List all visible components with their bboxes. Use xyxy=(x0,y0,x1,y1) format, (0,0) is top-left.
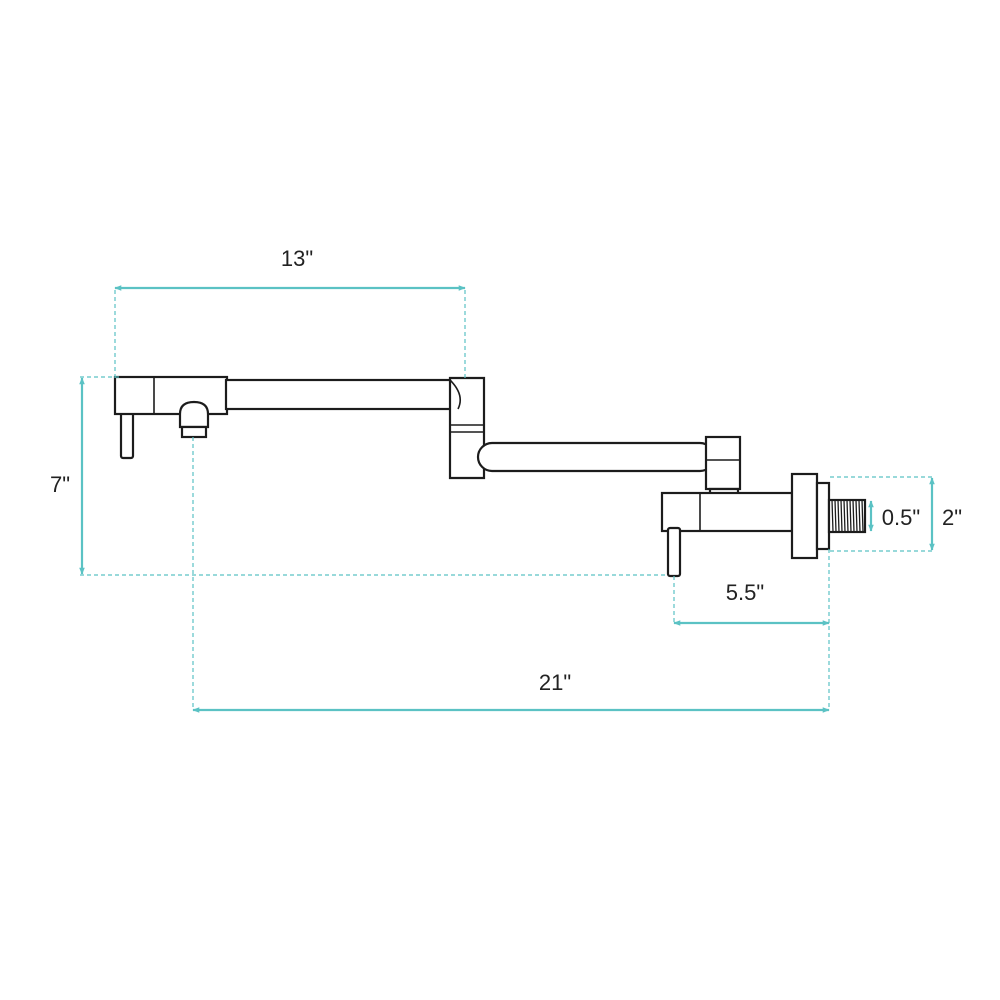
elbow-joint xyxy=(448,376,486,480)
label-0-5: 0.5" xyxy=(882,505,920,530)
spout-head xyxy=(113,375,229,416)
lower-arm xyxy=(476,441,716,473)
thread-line xyxy=(861,499,864,533)
thread-line xyxy=(846,499,849,533)
label-7: 7" xyxy=(50,472,70,497)
thread-line xyxy=(831,499,834,533)
extension-lines xyxy=(80,290,935,710)
pipe-threads xyxy=(831,499,864,533)
valve-body xyxy=(660,491,794,533)
thread-line xyxy=(858,499,861,533)
valve-lever xyxy=(666,526,682,578)
swivel-joint xyxy=(704,435,742,491)
thread-line xyxy=(843,499,846,533)
wall-plate xyxy=(815,481,831,551)
thread-line xyxy=(837,499,840,533)
upper-arm xyxy=(224,378,458,411)
thread-line xyxy=(852,499,855,533)
thread-line xyxy=(840,499,843,533)
aerator xyxy=(178,400,210,429)
label-5-5: 5.5" xyxy=(726,580,764,605)
wall-flange xyxy=(790,472,819,560)
thread-line xyxy=(834,499,837,533)
dimension-labels: 13" 7" 5.5" 21" 0.5" 2" xyxy=(50,246,962,695)
label-21: 21" xyxy=(539,670,571,695)
thread-line xyxy=(855,499,858,533)
spout-lever xyxy=(119,408,135,460)
dimension-arrows xyxy=(79,285,935,713)
thread-line xyxy=(849,499,852,533)
faucet-outline xyxy=(113,375,867,578)
aerator-tip xyxy=(180,425,208,439)
label-2: 2" xyxy=(942,505,962,530)
label-13: 13" xyxy=(281,246,313,271)
